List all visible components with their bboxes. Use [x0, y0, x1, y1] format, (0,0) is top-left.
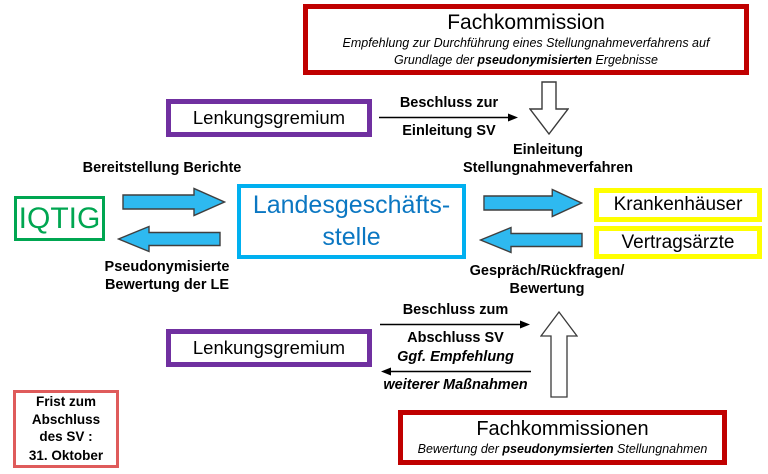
subtitle-part1: Bewertung der [417, 441, 503, 456]
pseudonymisierte-label: Pseudonymisierte Bewertung der LE [88, 259, 246, 295]
vertragsaerzte-box: Vertragsärzte [594, 226, 762, 259]
iqtig-label: IQTIG [18, 201, 101, 235]
ggf-line2: weiterer Maßnahmen [383, 376, 528, 393]
pseudonymisierte-line2: Bewertung der LE [104, 276, 230, 293]
lenkungsgremium-top-label: Lenkungsgremium [192, 107, 346, 128]
krankenhaeuser-box: Krankenhäuser [594, 188, 762, 222]
thin-right-arrow-icon [380, 320, 530, 329]
thin-left-arrow-icon [381, 367, 531, 376]
lgs-line2: stelle [322, 222, 381, 251]
fachkommission-box: Fachkommission Empfehlung zur Durchführu… [303, 4, 749, 75]
beschluss-zur-line1: Beschluss zur [399, 95, 499, 111]
gespraech-line1: Gespräch/Rückfragen/ [469, 263, 625, 279]
blue-arrow-right-icon [483, 188, 583, 218]
fachkommissionen-subtitle: Bewertung der pseudonymsierten Stellungn… [412, 441, 714, 457]
gespraech-label: Gespräch/Rückfragen/ Bewertung [448, 263, 646, 299]
fachkommissionen-title: Fachkommissionen [476, 417, 649, 440]
subtitle-bold: pseudonymisierten [477, 52, 592, 67]
bereitstellung-label: Bereitstellung Berichte [82, 160, 242, 176]
frist-line4: 31. Oktober [28, 448, 104, 464]
subtitle-part2: Stellungnahmen [613, 441, 708, 456]
fachkommission-title: Fachkommission [447, 11, 605, 35]
lgs-line1: Landesgeschäfts- [252, 191, 451, 220]
ggf-empfehlung-annotation: Ggf. Empfehlung weiterer Maßnahmen [380, 349, 531, 393]
lenkungsgremium-bottom-box: Lenkungsgremium [166, 329, 372, 367]
hollow-up-arrow-icon [540, 311, 578, 398]
subtitle-part2: Ergebnisse [592, 52, 659, 67]
beschluss-zum-line1: Beschluss zum [402, 302, 509, 318]
einleitung-sv-line1: Einleitung [512, 142, 584, 158]
einleitung-sv-line2: Stellungnahmeverfahren [462, 159, 633, 176]
fachkommission-subtitle: Empfehlung zur Durchführung eines Stellu… [308, 35, 744, 68]
gespraech-line2: Bewertung [509, 280, 585, 297]
hollow-down-arrow-icon [529, 81, 569, 136]
thin-right-arrow-icon [379, 113, 518, 122]
subtitle-bold: pseudonymsierten [502, 441, 614, 456]
lenkungsgremium-top-box: Lenkungsgremium [166, 99, 372, 137]
lenkungsgremium-bottom-label: Lenkungsgremium [192, 337, 346, 358]
frist-box: Frist zum Abschluss des SV : 31. Oktober [13, 390, 119, 468]
beschluss-zur-annotation: Beschluss zur Einleitung SV [379, 95, 519, 139]
blue-arrow-left-icon [479, 226, 583, 254]
frist-line2: Abschluss [31, 411, 101, 427]
pseudonymisierte-line1: Pseudonymisierte [104, 259, 230, 275]
blue-arrow-left-icon [117, 225, 221, 253]
frist-line1: Frist zum [35, 394, 96, 409]
krankenhaeuser-label: Krankenhäuser [613, 194, 743, 215]
fachkommissionen-box: Fachkommissionen Bewertung der pseudonym… [398, 410, 727, 465]
ggf-line1: Ggf. Empfehlung [397, 349, 514, 365]
frist-line3: des SV : [39, 429, 93, 445]
beschluss-zur-line2: Einleitung SV [402, 122, 496, 139]
iqtig-box: IQTIG [14, 196, 105, 241]
einleitung-sv-label: Einleitung Stellungnahmeverfahren [437, 142, 659, 178]
blue-arrow-right-icon [122, 187, 226, 217]
beschluss-zum-annotation: Beschluss zum Abschluss SV [380, 302, 531, 346]
beschluss-zum-line2: Abschluss SV [407, 329, 504, 346]
vertragsaerzte-label: Vertragsärzte [621, 231, 735, 253]
subtitle-part1: Empfehlung zur Durchführung eines Stellu… [342, 36, 710, 67]
landesgeschaeftsstelle-box: Landesgeschäfts- stelle [237, 184, 466, 259]
